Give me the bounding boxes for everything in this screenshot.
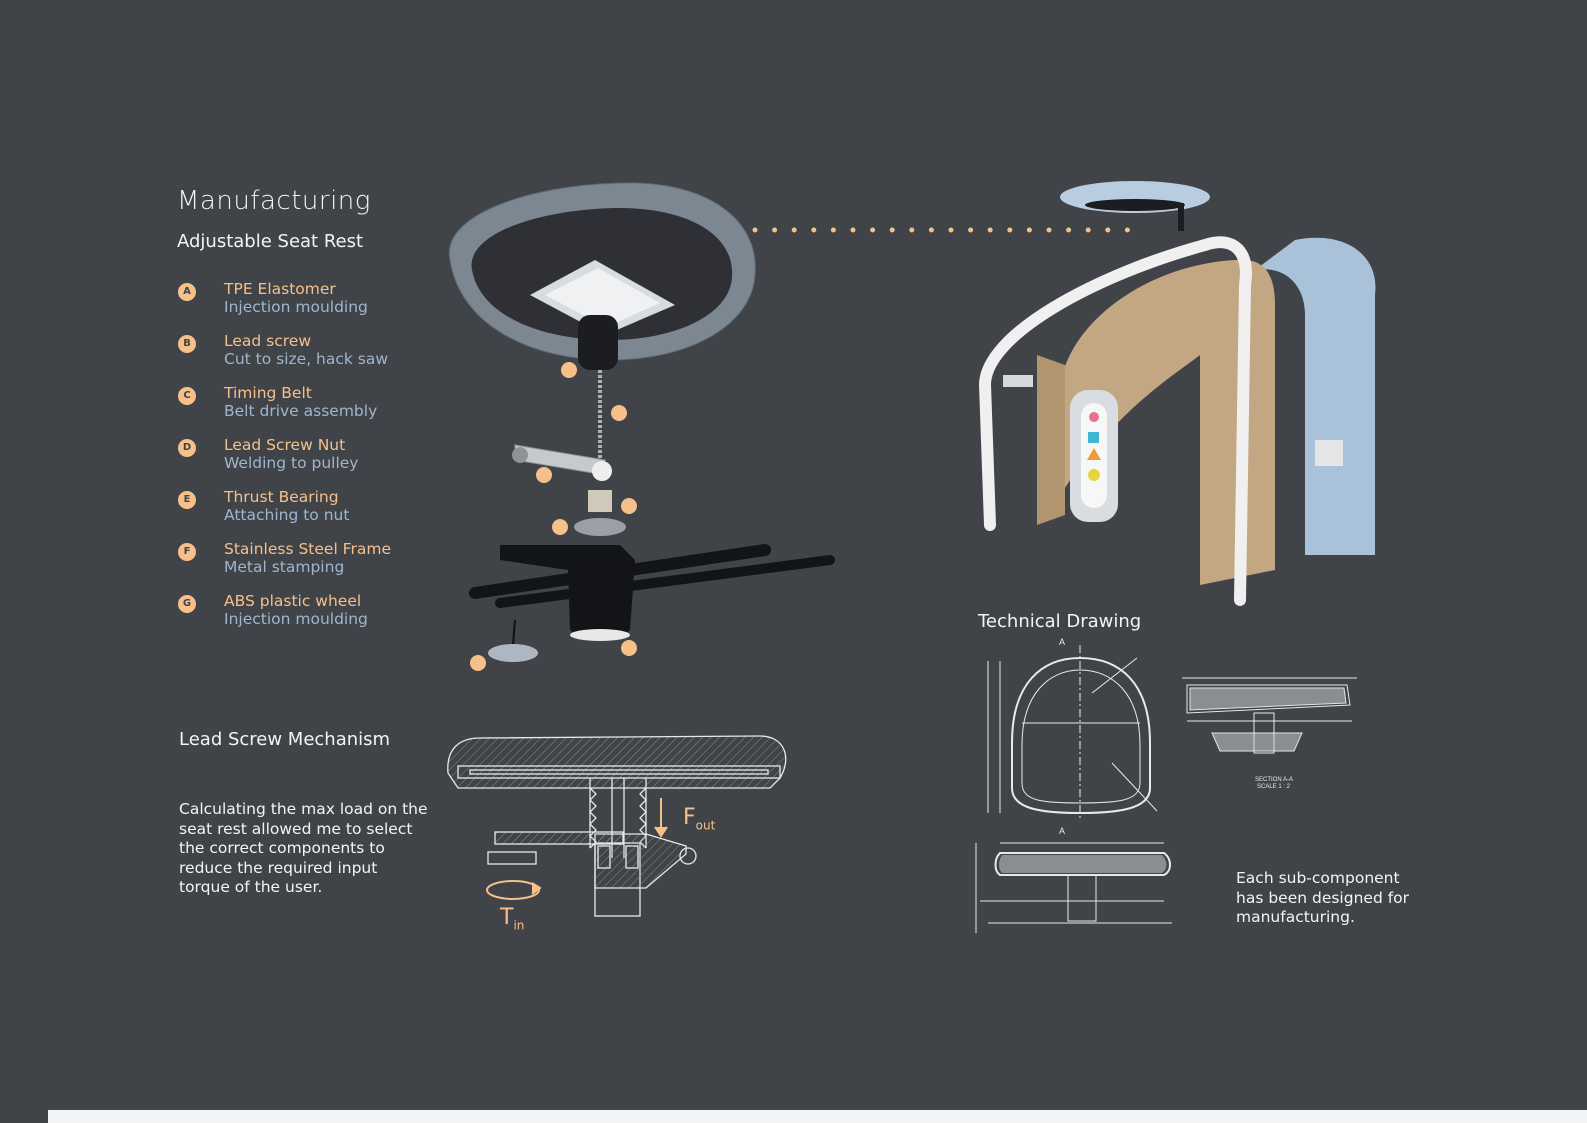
badge-f: F (178, 543, 196, 561)
callout-c-icon (536, 467, 552, 483)
item-process: Injection moulding (224, 298, 368, 316)
item-process: Welding to pulley (224, 454, 359, 472)
item-process: Attaching to nut (224, 506, 350, 524)
badge-g: G (178, 595, 196, 613)
mechanism-diagram (447, 735, 787, 917)
section-mark-bottom: A (1059, 826, 1065, 836)
callout-f-icon (621, 640, 637, 656)
list-item: G ABS plastic wheel Injection moulding (178, 592, 438, 644)
mechanism-title: Lead Screw Mechanism (179, 729, 391, 750)
callout-d-icon (621, 498, 637, 514)
mechanism-description: Calculating the max load on the seat res… (179, 800, 428, 896)
technical-drawing-title: Technical Drawing (978, 611, 1142, 632)
item-title: ABS plastic wheel (224, 592, 362, 610)
callout-a-icon (561, 362, 577, 378)
section-subtitle: Adjustable Seat Rest (177, 231, 364, 252)
torque-symbol: T (500, 905, 514, 930)
page-title: Manufacturing (177, 186, 371, 216)
item-title: Timing Belt (224, 384, 312, 402)
list-item: D Lead Screw Nut Welding to pulley (178, 436, 438, 488)
footer-bar (48, 1110, 1587, 1123)
item-title: Lead screw (224, 332, 312, 350)
technical-note: Each sub-component has been designed for… (1236, 869, 1410, 926)
item-process: Cut to size, hack saw (224, 350, 389, 368)
list-item: E Thrust Bearing Attaching to nut (178, 488, 438, 540)
force-label: Fout (683, 805, 715, 832)
callout-b-icon (611, 405, 627, 421)
badge-b: B (178, 335, 196, 353)
item-process: Metal stamping (224, 558, 345, 576)
list-item: F Stainless Steel Frame Metal stamping (178, 540, 438, 592)
item-title: TPE Elastomer (224, 280, 336, 298)
section-caption: SECTION A-A (1255, 777, 1293, 783)
item-process: Belt drive assembly (224, 402, 378, 420)
force-subscript: out (695, 818, 716, 833)
technical-drawing: A A SECTION A-A SCALE 1 : 2 (975, 637, 1357, 933)
badge-a: A (178, 283, 196, 301)
list-item: B Lead screw Cut to size, hack saw (178, 332, 438, 384)
badge-e: E (178, 491, 196, 509)
item-title: Thrust Bearing (224, 488, 339, 506)
chair-render-illustration (978, 181, 1376, 606)
component-list: A TPE Elastomer Injection moulding B Lea… (178, 280, 438, 644)
list-item: C Timing Belt Belt drive assembly (178, 384, 438, 436)
torque-subscript: in (513, 918, 525, 933)
item-title: Stainless Steel Frame (224, 540, 391, 558)
callout-g-icon (470, 655, 486, 671)
force-symbol: F (683, 805, 696, 830)
callout-e-icon (552, 519, 568, 535)
badge-d: D (178, 439, 196, 457)
torque-label: Tin (500, 905, 524, 932)
item-process: Injection moulding (224, 610, 368, 628)
badge-c: C (178, 387, 196, 405)
list-item: A TPE Elastomer Injection moulding (178, 280, 438, 332)
section-mark-top: A (1059, 637, 1065, 647)
scale-caption: SCALE 1 : 2 (1257, 784, 1291, 790)
item-title: Lead Screw Nut (224, 436, 346, 454)
exploded-assembly-illustration (448, 182, 835, 671)
